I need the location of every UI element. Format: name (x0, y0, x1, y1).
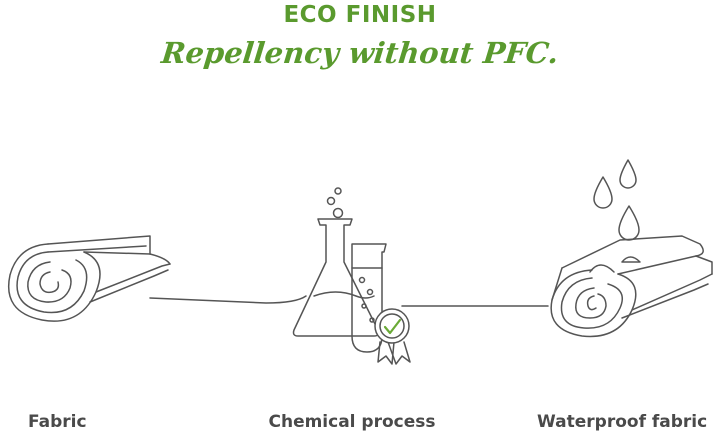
lab-flask-icon (292, 187, 411, 365)
waterproof-fabric-icon (550, 159, 713, 338)
stage-label-fabric: Fabric (28, 412, 87, 432)
rolled-fabric-icon (8, 235, 171, 322)
stage-label-chemical-process: Chemical process (268, 412, 436, 432)
check-icon (383, 318, 402, 335)
water-drop-icon (593, 159, 640, 241)
page-title: ECO FINISH (283, 2, 437, 28)
stage-label-waterproof-fabric: Waterproof fabric (537, 412, 708, 432)
connector-line (149, 295, 307, 304)
